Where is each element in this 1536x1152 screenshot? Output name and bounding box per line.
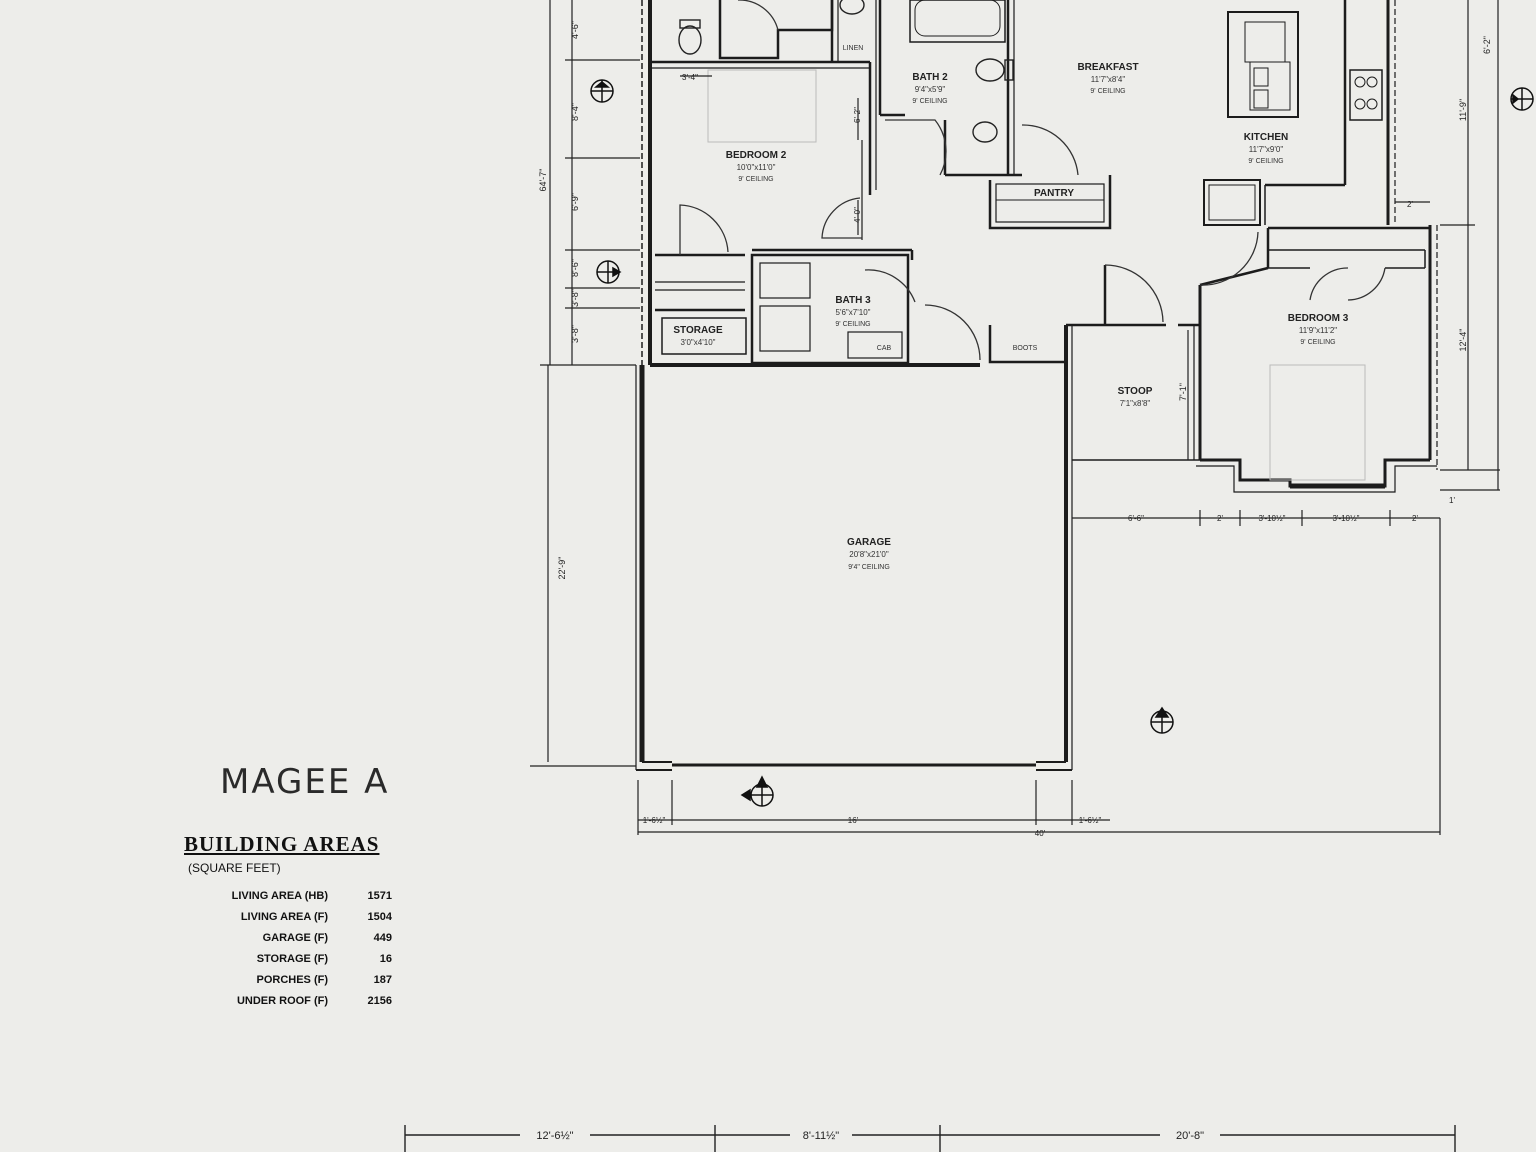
area-value: 1571	[367, 889, 392, 902]
return-grille-icon	[590, 79, 614, 103]
area-row: PORCHES (F) 187	[178, 969, 408, 990]
area-row: LIVING AREA (HB) 1571	[178, 885, 408, 906]
dim-left-d: 8'-6"	[570, 259, 580, 277]
room-labels: BREAKFAST 11'7"x8'4" 9' CEILING KITCHEN …	[673, 45, 1348, 571]
kitchen-size: 11'7"x9'0"	[1249, 145, 1284, 154]
storage-size: 3'0"x4'10"	[681, 338, 716, 347]
left-dimensions	[530, 0, 859, 767]
hvac-symbols	[590, 79, 1534, 807]
dim-left-b: 8'-4"	[570, 103, 580, 121]
area-label: STORAGE (F)	[256, 952, 328, 965]
interior-walls	[650, 0, 1430, 365]
area-value: 16	[379, 952, 392, 965]
kitchen-ceiling: 9' CEILING	[1248, 158, 1283, 165]
dim-closet-width: 3'-4"	[682, 73, 698, 82]
dim-right-a: 11'-9"	[1458, 99, 1468, 121]
left-dimension-text: 64'-7" 4'-6" 8'-4" 6'-9" 8'-6" 3'-8" 3'-…	[538, 21, 862, 579]
dim-bottom-b: 8'-11½"	[803, 1130, 839, 1142]
garage-label: GARAGE	[847, 537, 891, 548]
bath3-size: 5'6"x7'10"	[836, 308, 871, 317]
building-areas-table: BUILDING AREAS (SQUARE FEET) LIVING AREA…	[178, 832, 408, 1011]
building-areas-subtitle: (SQUARE FEET)	[188, 861, 281, 875]
exterior-walls	[635, 0, 1438, 771]
dim-left-overall: 64'-7"	[538, 169, 548, 192]
pantry-label: PANTRY	[1034, 188, 1074, 199]
bath2-size: 9'4"x5'9"	[915, 85, 946, 94]
area-value: 449	[373, 931, 392, 944]
breakfast-size: 11'7"x8'4"	[1091, 75, 1126, 84]
dim-bottom-a: 12'-6½"	[536, 1130, 573, 1142]
area-value: 1504	[367, 910, 392, 923]
garage-size: 20'8"x21'0"	[849, 550, 889, 559]
linen-label: LINEN	[843, 45, 864, 52]
bedroom2-size: 10'0"x11'0"	[737, 163, 776, 172]
storage-label: STORAGE	[673, 325, 723, 336]
area-value: 2156	[367, 994, 392, 1007]
dim-bath2-door: 4'-0"	[853, 207, 862, 223]
hose-bib-icon	[1150, 706, 1174, 734]
area-label: UNDER ROOF (F)	[236, 994, 328, 1007]
area-row: GARAGE (F) 449	[178, 927, 408, 948]
thermostat-icon	[596, 260, 622, 284]
stoop-size: 7'1"x8'8"	[1120, 399, 1151, 408]
kitchen-label: KITCHEN	[1244, 132, 1288, 143]
garage-ceiling: 9'4" CEILING	[848, 564, 890, 571]
area-label: PORCHES (F)	[256, 973, 329, 986]
dim-garage-door: 16'	[848, 816, 859, 825]
bedroom2-ceiling: 9' CEILING	[738, 176, 773, 183]
cab-label: CAB	[877, 345, 892, 352]
dim-left-e: 3'-8"	[570, 289, 580, 307]
area-row: LIVING AREA (F) 1504	[178, 906, 408, 927]
area-value: 187	[373, 973, 392, 986]
breakfast-ceiling: 9' CEILING	[1090, 88, 1125, 95]
dim-stoop-row-c: 3'-10½"	[1258, 514, 1285, 523]
bottom-dimension-text: 12'-6½" 8'-11½" 20'-8"	[520, 1126, 1220, 1142]
breakfast-label: BREAKFAST	[1077, 62, 1138, 73]
dim-right-tail: 1'	[1449, 496, 1455, 505]
garage-dimension-text: 1'-6½" 16' 1'-6½" 40'	[643, 816, 1102, 838]
area-row: STORAGE (F) 16	[178, 948, 408, 969]
bath3-ceiling: 9' CEILING	[835, 321, 870, 328]
bedroom3-size: 11'9"x11'2"	[1299, 326, 1337, 335]
building-areas-title: BUILDING AREAS	[184, 832, 380, 856]
bath3-label: BATH 3	[835, 295, 871, 306]
dim-stoop-row-d: 3'-10½"	[1332, 514, 1359, 523]
dim-stoop-row-a: 6'-6"	[1128, 514, 1144, 523]
area-label: LIVING AREA (F)	[240, 910, 328, 923]
dim-garage-right: 1'-6½"	[1079, 816, 1102, 825]
supply-diffuser-icon	[1510, 87, 1534, 111]
dim-bottom-c: 20'-8"	[1176, 1130, 1204, 1142]
bedroom2-label: BEDROOM 2	[726, 150, 787, 161]
dim-garage-left: 1'-6½"	[643, 816, 666, 825]
dim-right-wall: 2'	[1407, 200, 1413, 209]
garage-light-icon	[740, 775, 774, 807]
bedroom3-ceiling: 9' CEILING	[1300, 339, 1335, 346]
bedroom3-label: BEDROOM 3	[1288, 313, 1349, 324]
door-swings	[679, 0, 1386, 361]
garage-dimensions	[637, 780, 1440, 835]
dim-right-top: 6'-2"	[1482, 36, 1492, 54]
dim-left-f: 3'-8"	[570, 325, 580, 343]
dim-garage-overall: 40'	[1035, 829, 1046, 838]
dim-right-c: 7'-1"	[1178, 383, 1188, 401]
area-row: UNDER ROOF (F) 2156	[178, 990, 408, 1011]
dim-left-c: 6'-9"	[570, 193, 580, 211]
area-label: GARAGE (F)	[262, 931, 328, 944]
fixtures	[678, 0, 1366, 481]
dim-left-a: 4'-6"	[570, 21, 580, 39]
stoop-label: STOOP	[1118, 386, 1153, 397]
bath2-label: BATH 2	[912, 72, 948, 83]
dim-left-garage: 22'-9"	[557, 557, 567, 580]
dim-stoop-row-b: 2'	[1217, 514, 1223, 523]
right-dimension-text: 6'-2" 11'-9" 12'-4" 7'-1" 2' 1' 6'-6" 2'…	[1128, 36, 1492, 523]
dim-right-b: 12'-4"	[1458, 329, 1468, 352]
area-label: LIVING AREA (HB)	[231, 889, 328, 902]
bath2-ceiling: 9' CEILING	[912, 98, 947, 105]
dim-stoop-row-e: 2'	[1412, 514, 1418, 523]
dim-bed2-width: 6'-2"	[853, 107, 862, 123]
boots-label: BOOTS	[1013, 345, 1038, 352]
plan-title: MAGEE A	[220, 762, 390, 802]
right-dimensions	[1072, 0, 1500, 835]
